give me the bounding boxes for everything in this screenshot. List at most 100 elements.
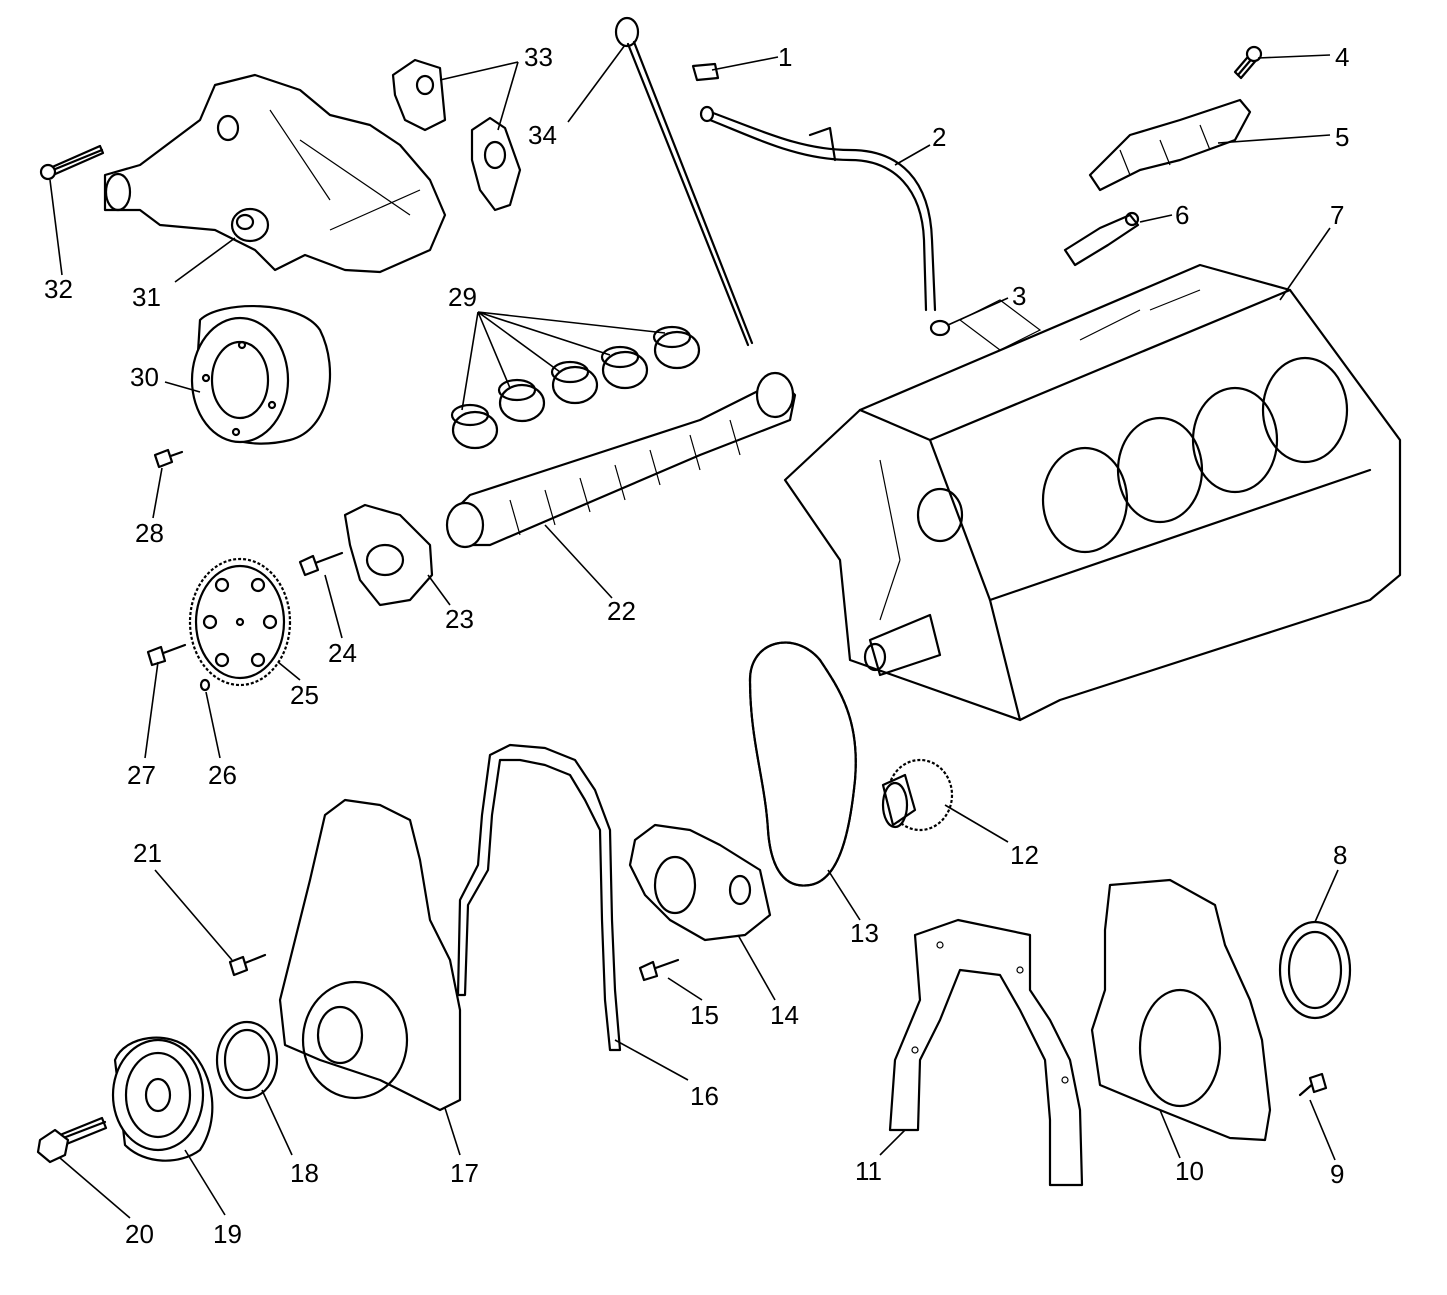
leader-24 [324, 574, 343, 639]
front-crankshaft-seal [215, 1020, 279, 1100]
leader-9 [1309, 1099, 1336, 1161]
rear-cover-gasket [888, 918, 1084, 1187]
callout-32: 32 [44, 274, 73, 304]
callout-10: 10 [1175, 1156, 1204, 1186]
callout-8: 8 [1333, 840, 1347, 870]
callout-21: 21 [133, 838, 162, 868]
oil-pump [628, 823, 772, 942]
leader-28 [152, 467, 163, 519]
bolt-28 [153, 448, 184, 469]
leader-23 [427, 574, 451, 606]
front-cover [278, 798, 462, 1112]
leader-32 [49, 179, 63, 276]
callout-25: 25 [290, 680, 319, 710]
callout-30: 30 [130, 362, 159, 392]
callout-2: 2 [932, 122, 946, 152]
callout-13: 13 [850, 918, 879, 948]
leader-3 [947, 297, 1009, 326]
bolt-15 [638, 958, 680, 982]
callout-labels: 1 2 3 4 5 6 7 8 9 10 11 12 13 14 15 16 1… [44, 42, 1349, 1249]
leader-21 [154, 869, 233, 961]
callout-7: 7 [1330, 200, 1344, 230]
leader-29 [461, 311, 666, 411]
water-pump [103, 73, 447, 274]
leader-16 [614, 1039, 689, 1081]
leader-5 [1217, 134, 1331, 144]
callout-11: 11 [855, 1156, 882, 1186]
rear-crankshaft-seal [1278, 920, 1352, 1020]
leader-10 [1159, 1109, 1181, 1159]
callout-27: 27 [127, 760, 156, 790]
engine-block [783, 263, 1402, 722]
callout-5: 5 [1335, 122, 1349, 152]
leader-14 [737, 934, 776, 1001]
rear-cover [1090, 878, 1272, 1142]
crankshaft-balancer [111, 1036, 214, 1162]
leader-20 [59, 1157, 131, 1219]
callout-24: 24 [328, 638, 357, 668]
front-cover-gasket [456, 743, 622, 1052]
callout-1: 1 [778, 42, 792, 72]
leader-lines [49, 44, 1339, 1219]
leader-8 [1314, 869, 1339, 923]
dowel-pin [199, 678, 211, 692]
dipstick-tube [699, 105, 937, 312]
bolt-24 [298, 551, 344, 577]
callout-17: 17 [450, 1158, 479, 1188]
leader-31 [174, 237, 236, 283]
leader-1 [711, 56, 779, 71]
o-ring [929, 319, 951, 337]
bolt-1 [691, 62, 720, 82]
callout-31: 31 [132, 282, 161, 312]
leader-22 [544, 524, 613, 599]
callout-22: 22 [607, 596, 636, 626]
callout-18: 18 [290, 1158, 319, 1188]
callout-3: 3 [1012, 281, 1026, 311]
leader-15 [667, 977, 703, 1001]
leader-6 [1139, 214, 1173, 223]
camshaft-retainer [343, 503, 434, 607]
bolt-20 [36, 1116, 108, 1164]
camshaft [445, 371, 797, 549]
camshaft-sprocket [188, 557, 292, 687]
oil-dipstick [614, 16, 754, 347]
leader-19 [184, 1149, 226, 1216]
leader-27 [144, 661, 159, 759]
callout-19: 19 [213, 1219, 242, 1249]
camshaft-bearings [450, 325, 701, 450]
crankshaft-spacer [190, 304, 332, 445]
leader-11 [879, 1129, 906, 1156]
knock-sensor [1063, 211, 1140, 267]
bolt-9 [1298, 1072, 1328, 1097]
bolt-32 [39, 144, 105, 181]
leader-12 [944, 804, 1009, 843]
bolt-21 [228, 953, 267, 977]
callout-20: 20 [125, 1219, 154, 1249]
leader-18 [261, 1089, 293, 1156]
leader-4 [1257, 54, 1331, 59]
callout-28: 28 [135, 518, 164, 548]
leader-33 [439, 61, 519, 131]
timing-chain [748, 641, 857, 887]
leader-17 [444, 1107, 461, 1156]
leader-30 [164, 381, 201, 393]
bolt-4 [1233, 45, 1263, 80]
crankshaft-sprocket [881, 758, 954, 832]
leader-26 [205, 691, 221, 759]
callout-33: 33 [524, 42, 553, 72]
callout-9: 9 [1330, 1159, 1344, 1189]
water-pump-gaskets [391, 58, 522, 212]
callout-23: 23 [445, 604, 474, 634]
leader-2 [894, 144, 931, 166]
callout-16: 16 [690, 1081, 719, 1111]
callout-34: 34 [528, 120, 557, 150]
knock-sensor-harness [1088, 98, 1252, 192]
callout-6: 6 [1175, 200, 1189, 230]
bolt-27 [146, 643, 187, 667]
callout-29: 29 [448, 282, 477, 312]
leader-34 [567, 44, 626, 123]
callout-15: 15 [690, 1000, 719, 1030]
callout-12: 12 [1010, 840, 1039, 870]
callout-4: 4 [1335, 42, 1349, 72]
